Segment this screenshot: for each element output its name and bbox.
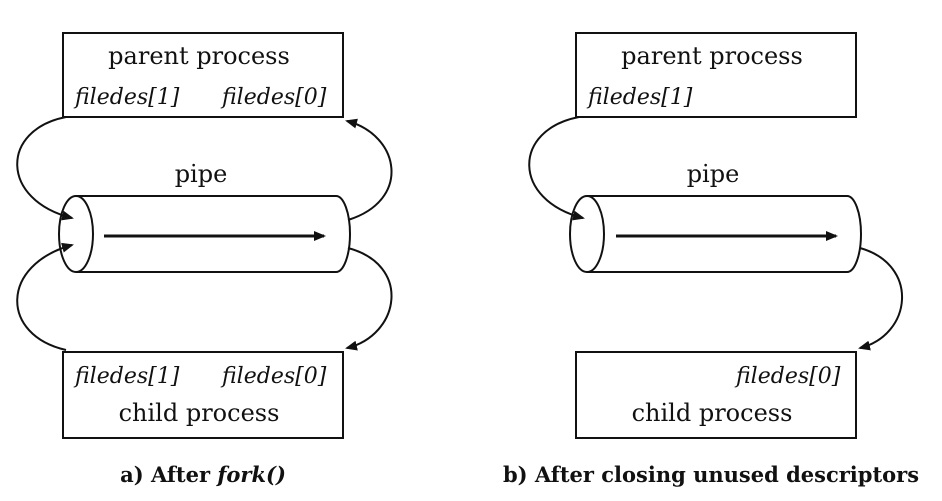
child-read-arrow (345, 247, 393, 351)
parent-process-box (62, 32, 344, 118)
pipe-cylinder (569, 195, 862, 273)
panel-b: parent process filedes[1] pipe filedes[0… (503, 32, 919, 487)
child-process-label: child process (119, 399, 280, 427)
child-process-box (62, 351, 344, 439)
pipe-label: pipe (175, 160, 228, 188)
parent-filedes1-label: filedes[1] (73, 85, 180, 110)
caption-a: a) After fork() (120, 462, 286, 487)
parent-process-label: parent process (621, 42, 803, 70)
child-process-label: child process (632, 399, 793, 427)
pipe-cylinder (58, 195, 351, 273)
child-read-arrow (858, 247, 903, 351)
caption-a-fork: fork() (215, 462, 286, 487)
parent-write-arrow (528, 116, 585, 221)
panel-a: parent process filedes[1] filedes[0] pip… (16, 32, 393, 487)
child-write-arrow (16, 242, 74, 351)
parent-process-box (575, 32, 857, 118)
parent-filedes1-label: filedes[1] (586, 85, 693, 110)
child-filedes0-label: filedes[0] (734, 364, 841, 389)
child-filedes1-label: filedes[1] (73, 364, 180, 389)
parent-write-arrow (16, 116, 74, 221)
caption-a-prefix: a) After (120, 462, 217, 487)
child-process-box (575, 351, 857, 439)
parent-process-label: parent process (108, 42, 290, 70)
child-filedes0-label: filedes[0] (220, 364, 327, 389)
caption-b: b) After closing unused descriptors (503, 462, 919, 487)
parent-read-arrow (345, 118, 393, 221)
parent-filedes0-label: filedes[0] (220, 85, 327, 110)
pipe-label: pipe (687, 160, 740, 188)
